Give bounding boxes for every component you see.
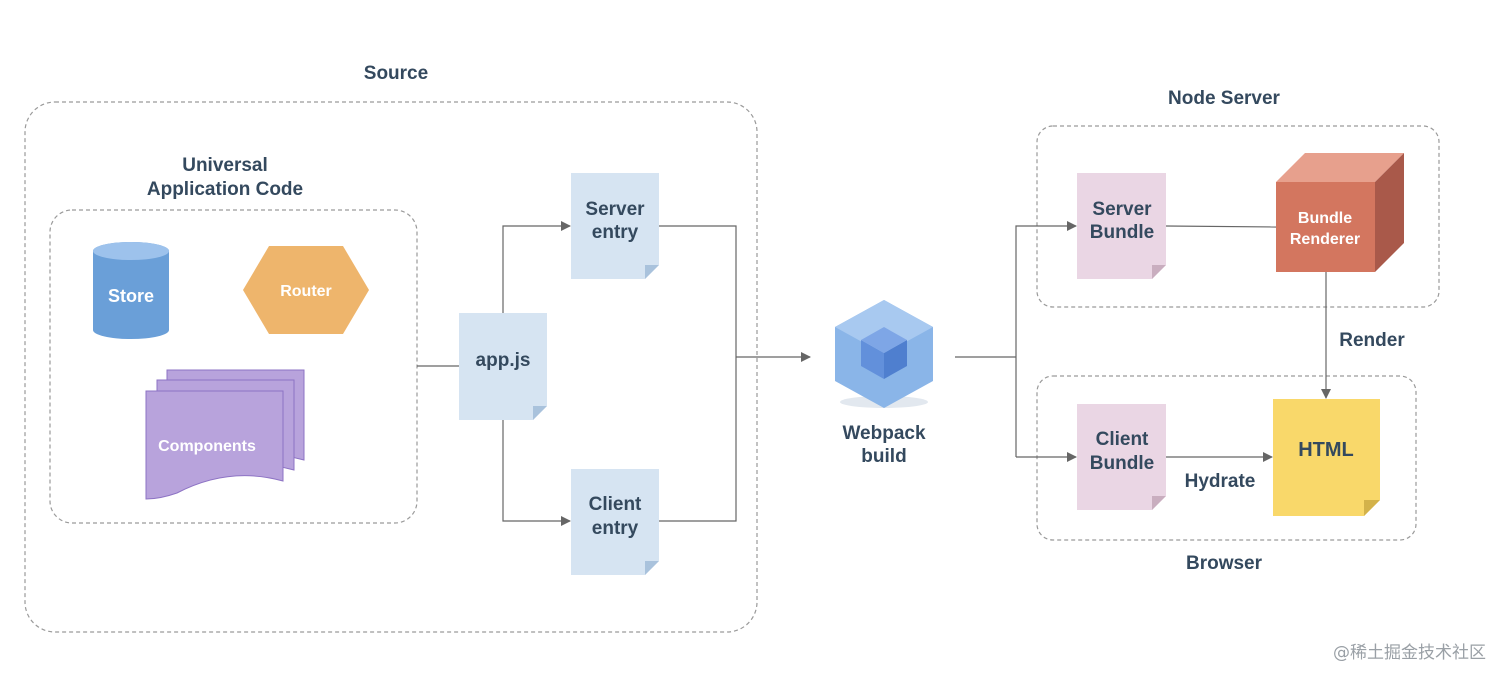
client-bundle-node: Client Bundle [1077,404,1166,510]
connectors [417,221,1331,526]
html-document-icon [1273,399,1380,516]
router-label: Router [280,283,332,300]
source-group-border [24,101,758,633]
bundle-renderer-node: Bundle Renderer [1276,153,1404,272]
server-entry-label-line2: entry [592,222,639,243]
bundle-renderer-box-top [1276,153,1404,182]
source-group-title: Source [364,63,428,84]
client-entry-document-icon [571,469,659,575]
hydrate-edge-label: Hydrate [1185,471,1256,492]
client-bundle-label-line1: Client [1096,429,1149,450]
server-bundle-document-icon [1077,173,1166,279]
client-bundle-document-icon [1077,404,1166,510]
store-node: Store [93,242,169,339]
bundle-renderer-box-icon [1276,182,1375,272]
bundle-renderer-label-line1: Bundle [1298,210,1352,227]
store-cylinder-top [93,242,169,260]
node-server-group-title: Node Server [1168,88,1281,109]
client-entry-label-line1: Client [589,494,642,515]
components-node: Components [145,369,305,500]
bundle-renderer-box-side [1375,153,1404,272]
server-bundle-label-line2: Bundle [1090,222,1154,243]
webpack-label-line2: build [861,446,906,467]
server-bundle-label-line1: Server [1092,199,1152,220]
html-fold [1364,500,1380,516]
universal-code-title-line2: Application Code [147,179,303,200]
server-bundle-node: Server Bundle [1077,173,1166,279]
client-entry-fold [645,561,659,575]
server-entry-fold [645,265,659,279]
app-js-node: app.js [459,313,547,420]
webpack-inner-cube-top [861,327,907,353]
server-entry-document-icon [571,173,659,279]
server-bundle-fold [1152,265,1166,279]
components-label: Components [158,438,256,455]
html-node: HTML [1273,399,1380,516]
server-entry-label-line1: Server [585,199,645,220]
webpack-node: Webpack build [835,300,933,467]
browser-group-border [1036,375,1417,541]
watermark-text: @稀土掘金技术社区 [1333,643,1486,663]
universal-code-title-line1: Universal [182,155,268,176]
client-bundle-label-line2: Bundle [1090,453,1154,474]
app-js-label: app.js [476,350,531,371]
store-label: Store [108,286,154,306]
node-server-group-border [1036,125,1440,308]
bundle-renderer-label-line2: Renderer [1290,231,1360,248]
store-cylinder-icon [93,242,169,339]
html-label: HTML [1298,439,1354,461]
components-doc-front-icon [145,390,284,500]
app-js-fold [533,406,547,420]
browser-group-title: Browser [1186,553,1263,574]
router-hexagon-icon [243,246,369,334]
app-js-document-icon [459,313,547,420]
webpack-label-line1: Webpack [842,423,926,444]
client-entry-node: Client entry [571,469,659,575]
router-node: Router [243,246,369,334]
server-entry-node: Server entry [571,173,659,279]
render-edge-label: Render [1339,330,1405,351]
client-bundle-fold [1152,496,1166,510]
client-entry-label-line2: entry [592,518,639,539]
